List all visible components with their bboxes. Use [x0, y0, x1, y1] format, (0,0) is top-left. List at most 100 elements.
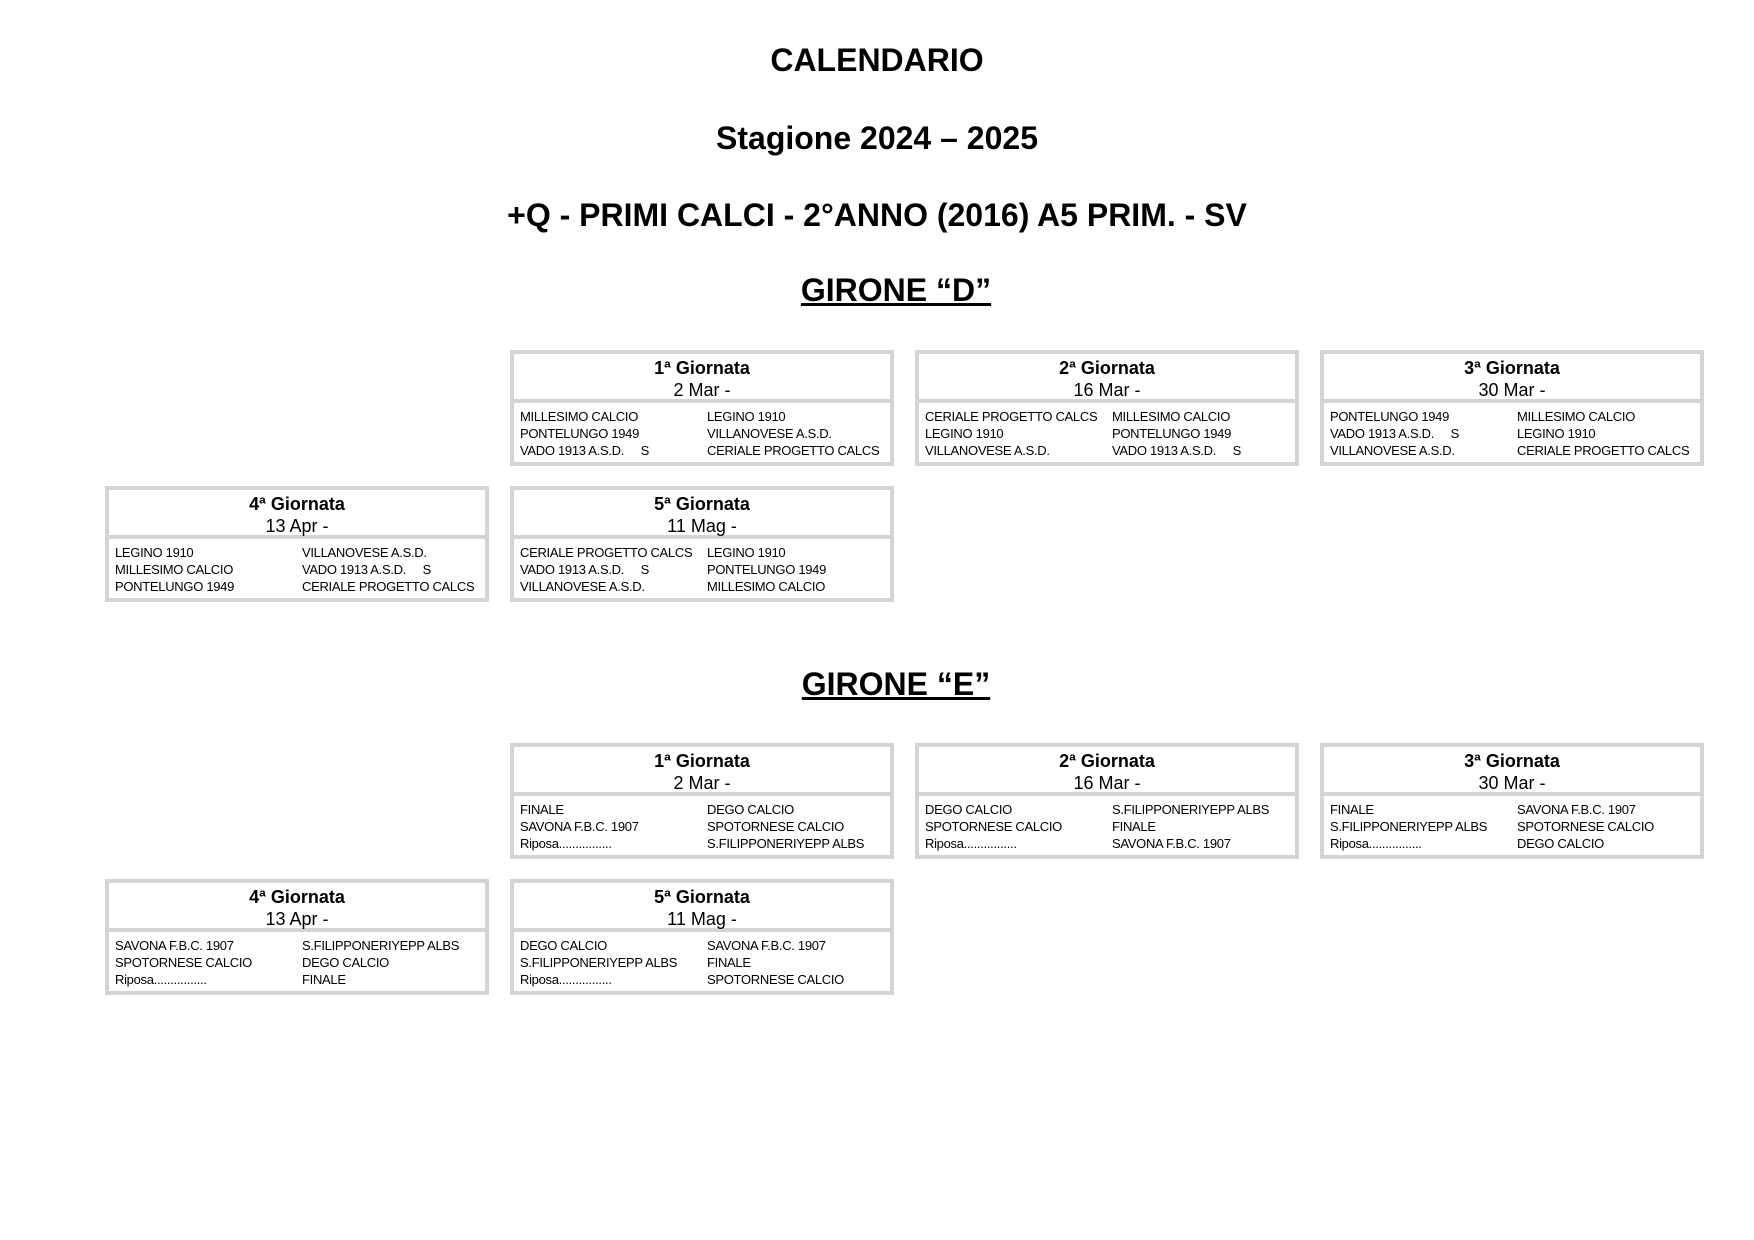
match-row: Riposa................ S.FILIPPONERIYEPP … — [514, 835, 890, 852]
home-team: VADO 1913 A.S.D. S — [1330, 426, 1459, 441]
giornata-date: 13 Apr - — [265, 909, 329, 929]
giornata-label: 4ª Giornata — [249, 494, 345, 514]
away-team: SAVONA F.B.C. 1907 — [1517, 802, 1636, 817]
away-team: FINALE — [707, 955, 751, 970]
away-team: LEGINO 1910 — [707, 545, 786, 560]
home-team: S.FILIPPONERIYEPP ALBS — [520, 955, 678, 970]
home-team: SPOTORNESE CALCIO — [925, 819, 1062, 834]
giornata-date: 2 Mar - — [673, 380, 731, 400]
home-team: DEGO CALCIO — [925, 802, 1012, 817]
home-team: VILLANOVESE A.S.D. — [1330, 443, 1455, 458]
away-team: S.FILIPPONERIYEPP ALBS — [707, 836, 865, 851]
away-team: CERIALE PROGETTO CALCS — [707, 443, 880, 458]
match-row: Riposa................ SPOTORNESE CALCIO — [514, 971, 890, 988]
away-team: MILLESIMO CALCIO — [1112, 409, 1231, 424]
giornata-label: 1ª Giornata — [654, 751, 750, 771]
home-team: DEGO CALCIO — [520, 938, 607, 953]
home-team: CERIALE PROGETTO CALCS — [520, 545, 693, 560]
giornata-date: 13 Apr - — [265, 516, 329, 536]
match-row: DEGO CALCIO SAVONA F.B.C. 1907 — [514, 937, 890, 954]
away-team: SPOTORNESE CALCIO — [707, 972, 844, 987]
home-team: Riposa................ — [520, 836, 612, 851]
match-row: VADO 1913 A.S.D. S LEGINO 1910 — [1324, 425, 1700, 442]
match-row: FINALE DEGO CALCIO — [514, 801, 890, 818]
match-row: S.FILIPPONERIYEPP ALBS FINALE — [514, 954, 890, 971]
away-team: DEGO CALCIO — [707, 802, 794, 817]
away-team: VADO 1913 A.S.D. S — [1112, 443, 1241, 458]
home-team: S.FILIPPONERIYEPP ALBS — [1330, 819, 1488, 834]
home-team: VADO 1913 A.S.D. S — [520, 562, 649, 577]
match-row: VADO 1913 A.S.D. S CERIALE PROGETTO CALCS — [514, 442, 890, 459]
match-row: Riposa................ SAVONA F.B.C. 1907 — [919, 835, 1295, 852]
home-team: SPOTORNESE CALCIO — [115, 955, 252, 970]
home-team: Riposa................ — [925, 836, 1017, 851]
giornata-date: 16 Mar - — [1073, 773, 1141, 793]
away-team: SPOTORNESE CALCIO — [1517, 819, 1654, 834]
giornata-label: 5ª Giornata — [654, 887, 750, 907]
home-team: SAVONA F.B.C. 1907 — [520, 819, 639, 834]
home-team: MILLESIMO CALCIO — [520, 409, 639, 424]
away-team: SAVONA F.B.C. 1907 — [1112, 836, 1231, 851]
match-row: DEGO CALCIO S.FILIPPONERIYEPP ALBS — [919, 801, 1295, 818]
home-team: PONTELUNGO 1949 — [115, 579, 235, 594]
season-title: Stagione 2024 – 2025 — [716, 120, 1038, 156]
home-team: FINALE — [520, 802, 564, 817]
away-team: CERIALE PROGETTO CALCS — [302, 579, 475, 594]
away-team: CERIALE PROGETTO CALCS — [1517, 443, 1690, 458]
away-team: VADO 1913 A.S.D. S — [302, 562, 431, 577]
giornata-label: 1ª Giornata — [654, 358, 750, 378]
home-team: Riposa................ — [520, 972, 612, 987]
match-row: Riposa................DEGO CALCIO — [1324, 835, 1700, 852]
giornata-date: 11 Mag - — [667, 909, 737, 929]
giornata-date: 16 Mar - — [1073, 380, 1141, 400]
match-row: PONTELUNGO 1949 CERIALE PROGETTO CALCS — [109, 578, 485, 595]
home-team: Riposa................ — [1330, 836, 1422, 851]
away-team: S.FILIPPONERIYEPP ALBS — [1112, 802, 1270, 817]
match-row: LEGINO 1910 PONTELUNGO 1949 — [919, 425, 1295, 442]
home-team: Riposa................ — [115, 972, 207, 987]
home-team: VADO 1913 A.S.D. S — [520, 443, 649, 458]
home-team: CERIALE PROGETTO CALCS — [925, 409, 1098, 424]
giornata-label: 5ª Giornata — [654, 494, 750, 514]
match-row: S.FILIPPONERIYEPP ALBS SPOTORNESE CALCIO — [1324, 818, 1700, 835]
home-team: SAVONA F.B.C. 1907 — [115, 938, 234, 953]
away-team: MILLESIMO CALCIO — [707, 579, 826, 594]
away-team: VILLANOVESE A.S.D. — [302, 545, 427, 560]
girone-title-e: GIRONE “E” — [801, 666, 991, 702]
giornata-label: 3ª Giornata — [1464, 751, 1560, 771]
away-team: LEGINO 1910 — [1517, 426, 1596, 441]
away-team: PONTELUNGO 1949 — [1112, 426, 1232, 441]
home-team: LEGINO 1910 — [925, 426, 1004, 441]
home-team: VILLANOVESE A.S.D. — [520, 579, 645, 594]
away-team: SAVONA F.B.C. 1907 — [707, 938, 826, 953]
home-team: VILLANOVESE A.S.D. — [925, 443, 1050, 458]
giornata-date: 30 Mar - — [1478, 380, 1546, 400]
